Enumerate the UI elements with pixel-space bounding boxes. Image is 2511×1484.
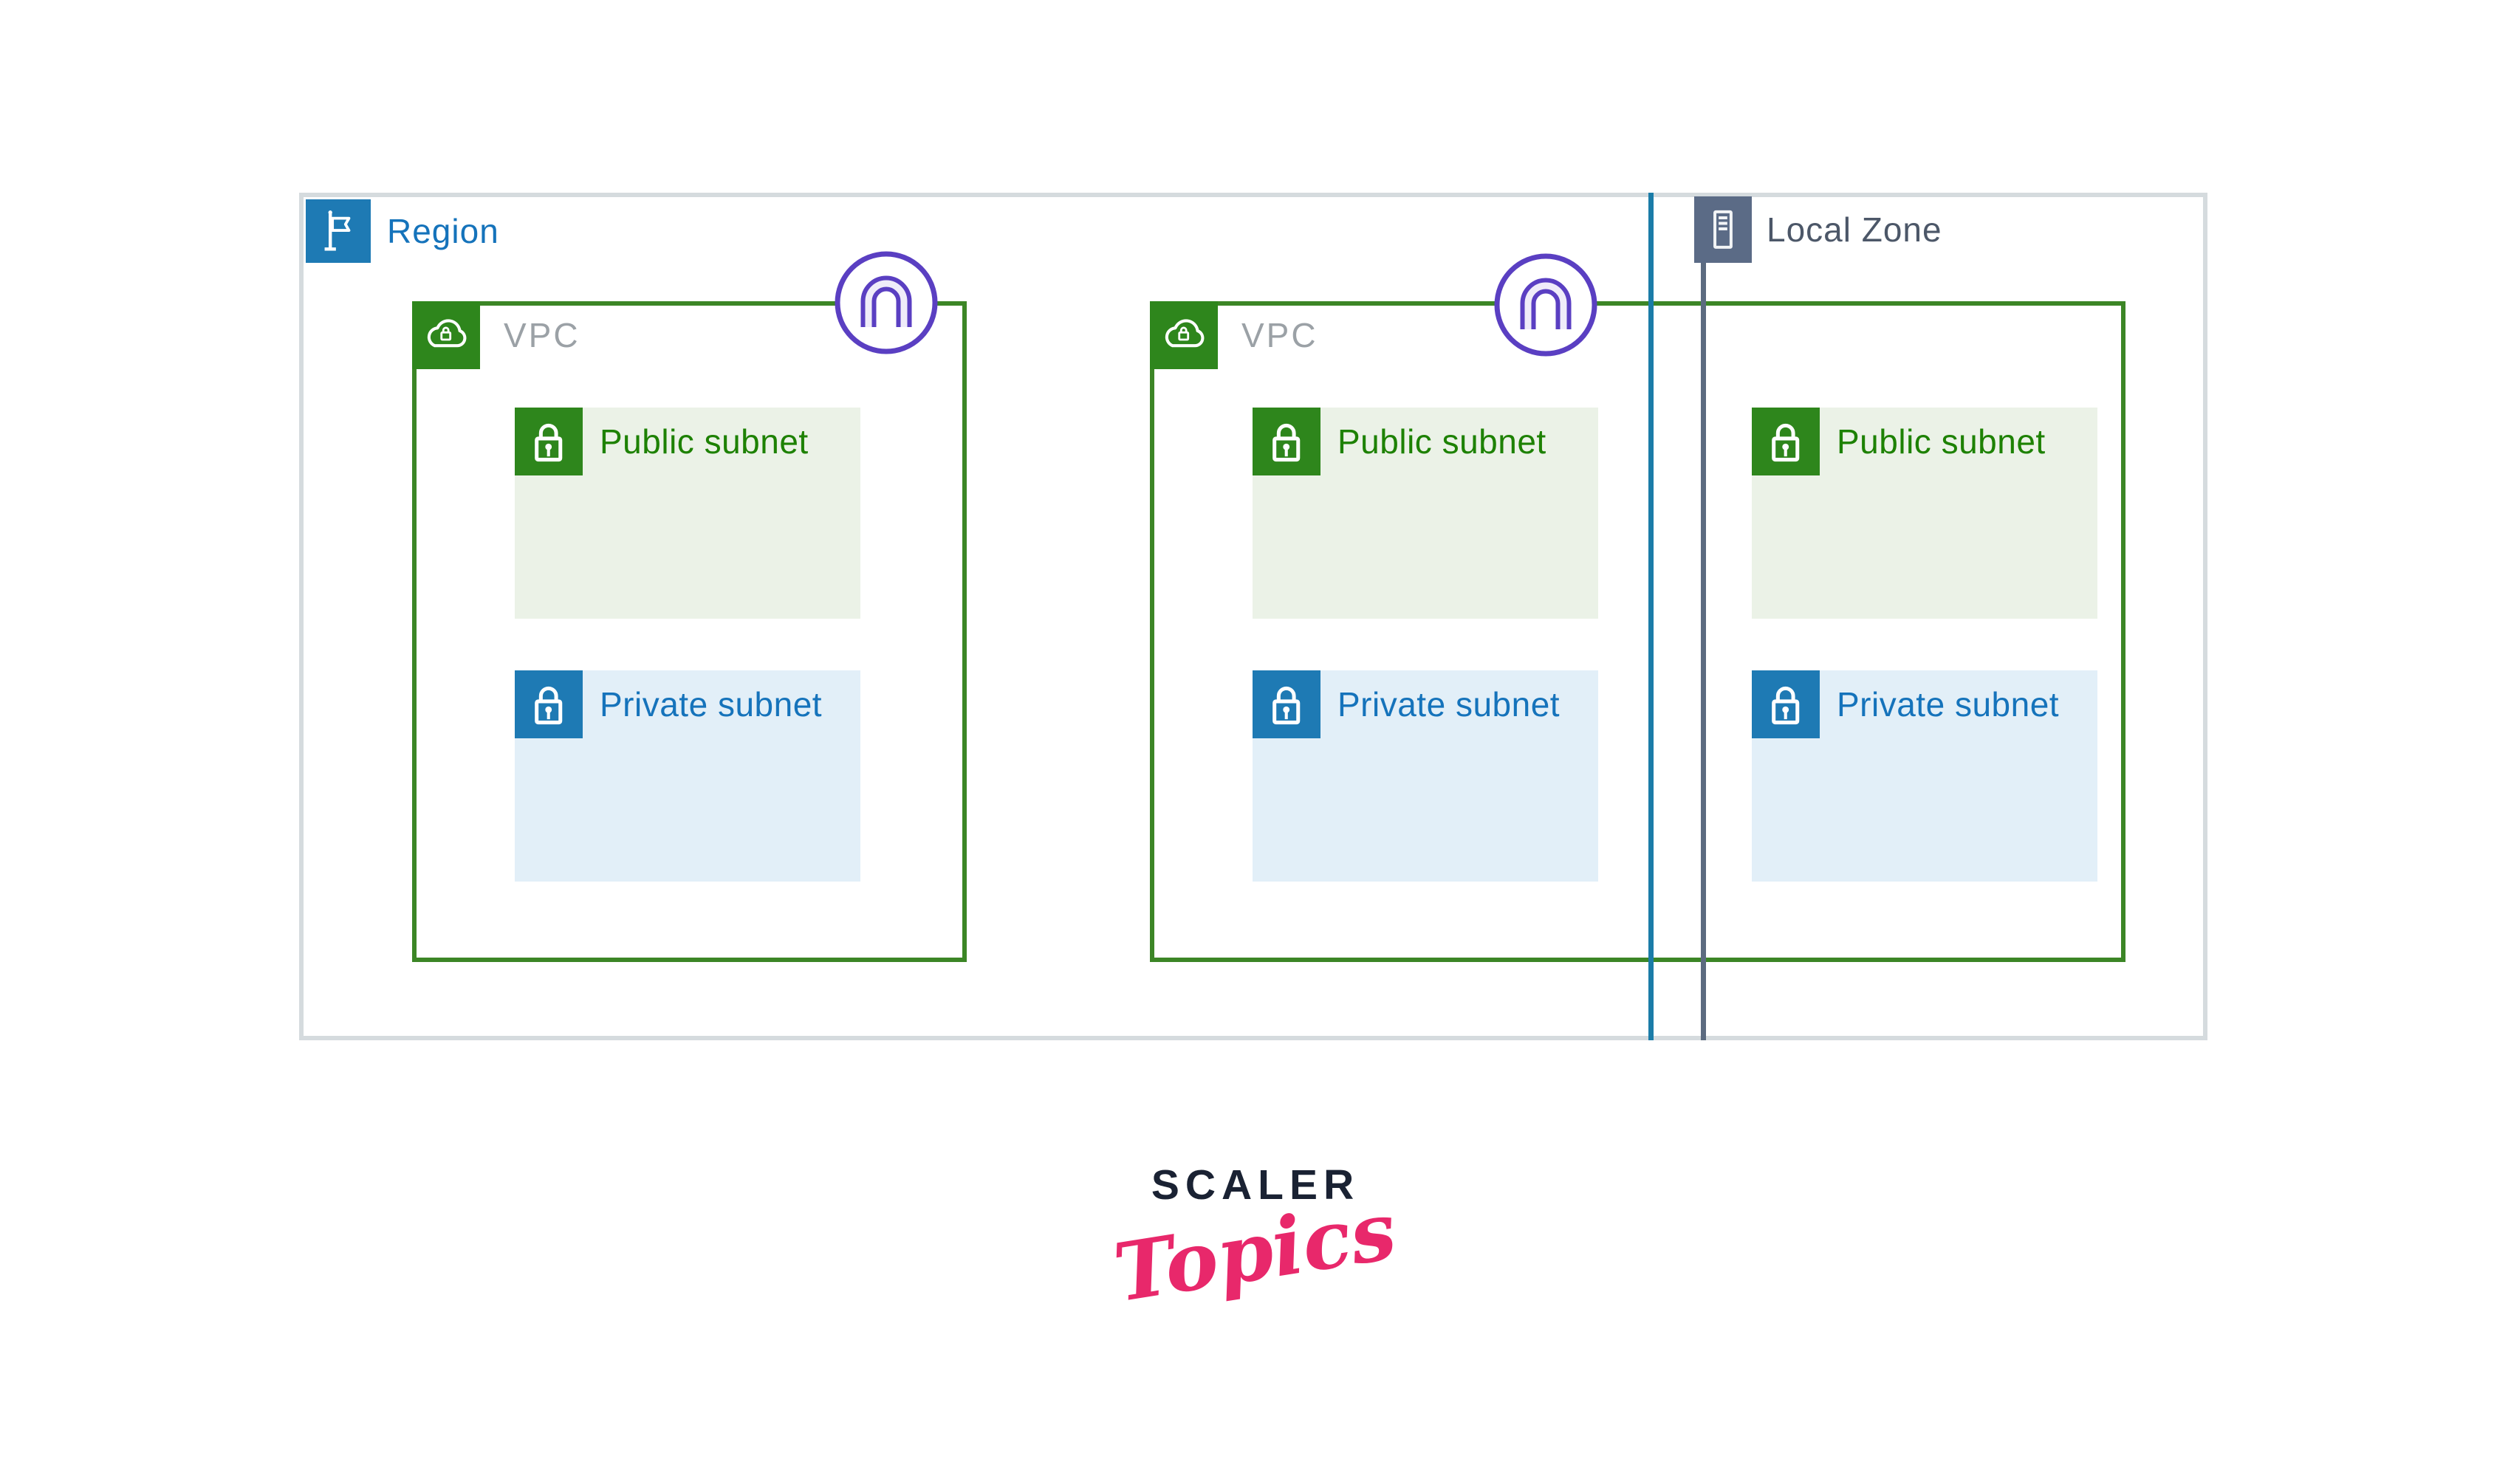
- private-subnet-lock-icon: [1752, 670, 1820, 738]
- private-subnet-label: Private subnet: [1837, 685, 2060, 724]
- local-zone-server-icon: [1694, 196, 1752, 263]
- brand-logo: SCALER Topics: [1071, 1161, 1440, 1320]
- local-zone-label: Local Zone: [1767, 210, 1942, 249]
- public-subnet-label: Public subnet: [1337, 422, 1546, 461]
- private-subnet-label: Private subnet: [1337, 685, 1561, 724]
- gateway-arch-icon: [1492, 251, 1600, 359]
- private-subnet-label: Private subnet: [600, 685, 823, 724]
- public-subnet-lock-icon: [1253, 408, 1320, 475]
- gateway-arch-icon: [832, 249, 940, 357]
- public-subnet-label: Public subnet: [1837, 422, 2046, 461]
- public-subnet-label: Public subnet: [600, 422, 809, 461]
- availability-zone-divider-line: [1648, 193, 1654, 1040]
- vpc-right-boundary-box: [1150, 301, 2125, 962]
- vpc-left-boundary-box: [412, 301, 967, 962]
- vpc-left-label: VPC: [504, 316, 580, 354]
- vpc-cloud-lock-icon: [1150, 301, 1218, 369]
- private-subnet-lock-icon: [515, 670, 583, 738]
- vpc-right-label: VPC: [1241, 316, 1318, 354]
- region-label: Region: [387, 212, 499, 250]
- region-flag-icon: [306, 199, 371, 263]
- public-subnet-lock-icon: [515, 408, 583, 475]
- public-subnet-lock-icon: [1752, 408, 1820, 475]
- vpc-cloud-lock-icon: [412, 301, 480, 369]
- brand-wordmark: SCALER: [1151, 1161, 1360, 1209]
- private-subnet-lock-icon: [1253, 670, 1320, 738]
- local-zone-divider-line: [1701, 260, 1706, 1040]
